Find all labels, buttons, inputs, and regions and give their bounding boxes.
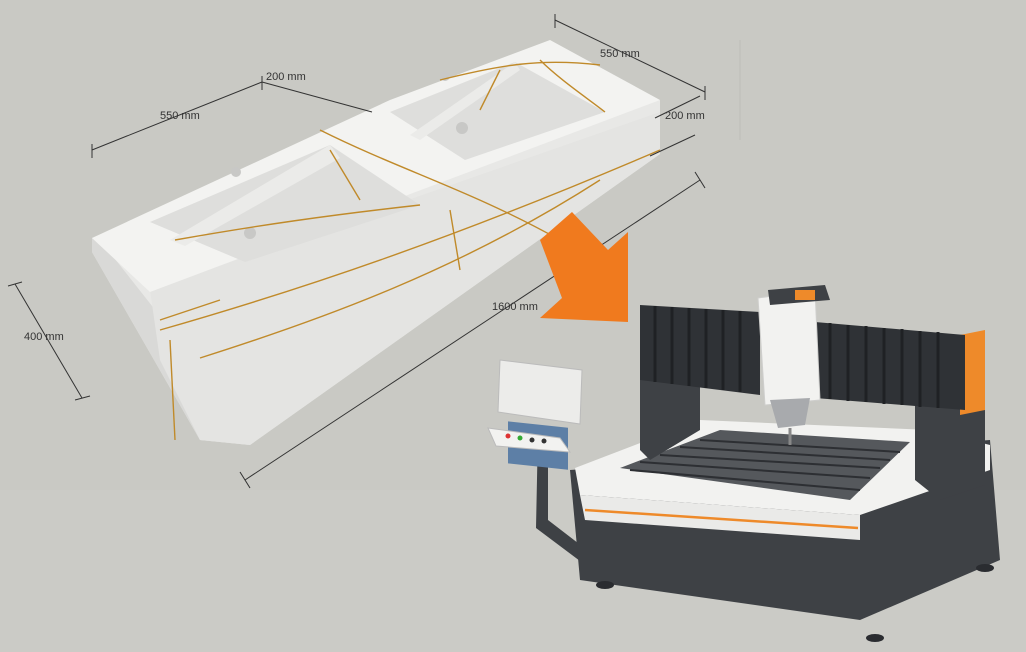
slab-long-face <box>150 112 660 445</box>
cutting-head <box>757 285 830 445</box>
table-orange-stripe <box>584 508 859 530</box>
button-dark <box>529 437 535 443</box>
gantry-orange-panel <box>960 330 985 415</box>
dim-right-basin: 550 mm <box>600 48 640 60</box>
dim-right-depth: 200 mm <box>665 110 705 122</box>
cutting-grid <box>620 430 910 500</box>
table-front <box>580 495 860 540</box>
right-basin-wall <box>410 62 520 140</box>
button-red <box>505 433 511 439</box>
control-arm <box>536 430 600 570</box>
dim-height: 400 mm <box>24 331 64 343</box>
right-drain <box>456 122 468 134</box>
dim-center-gap: 200 mm <box>266 71 306 83</box>
gantry-right-leg <box>915 390 985 500</box>
left-drain <box>244 227 256 239</box>
button-green <box>517 435 523 441</box>
dimension-lines <box>7 14 706 489</box>
orange-arrow-icon <box>540 212 628 322</box>
button-dark-2 <box>541 438 547 444</box>
control-panel <box>487 359 583 470</box>
bellows-left <box>640 305 760 395</box>
dim-total-length: 1600 mm <box>492 301 538 313</box>
dim-left-basin: 550 mm <box>160 110 200 122</box>
vanity-slab <box>92 40 661 445</box>
left-basin-wall <box>170 145 340 246</box>
machine-feet <box>596 564 994 642</box>
bellows-right <box>815 322 965 410</box>
left-tap-hole <box>231 167 241 177</box>
right-basin <box>390 62 605 160</box>
waterjet-machine <box>487 285 1000 642</box>
gold-veins <box>159 59 661 441</box>
